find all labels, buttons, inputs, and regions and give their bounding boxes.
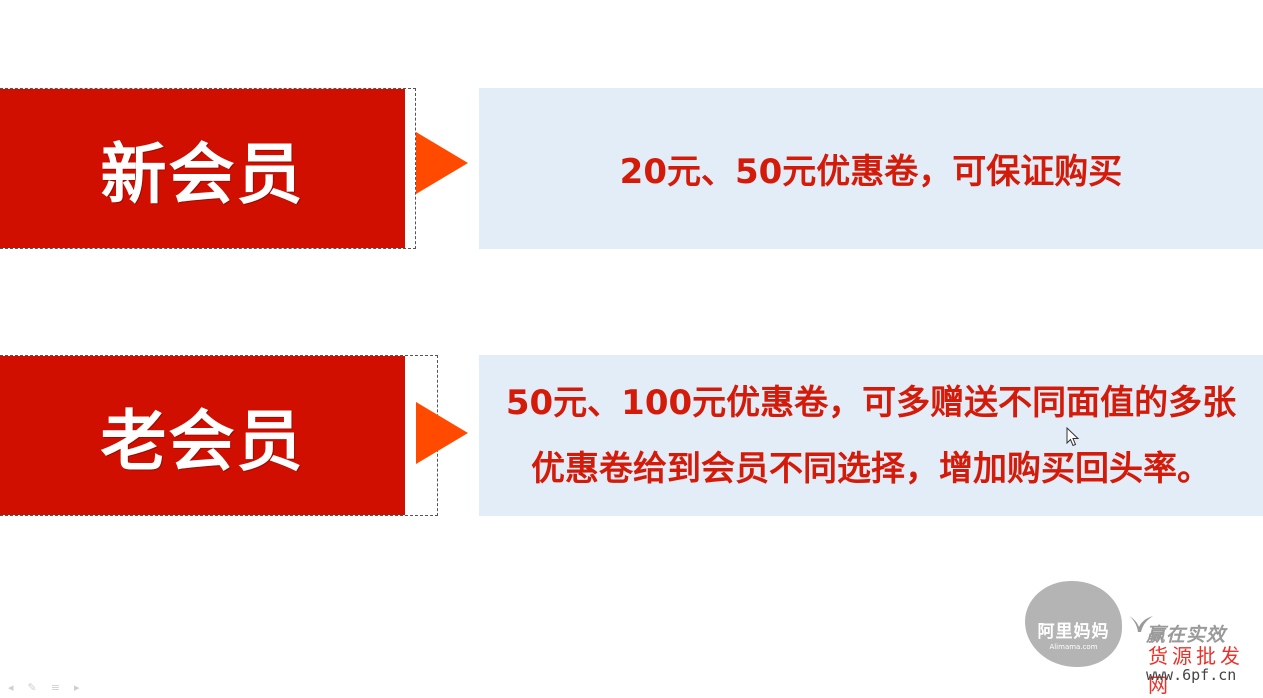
- old-member-description-line-2: 优惠卷给到会员不同选择，增加购买回头率。: [530, 448, 1211, 489]
- new-member-info-box: 20元、50元优惠卷，可保证购买: [479, 88, 1263, 249]
- slogan-text: 赢在实效: [1146, 624, 1227, 646]
- row-old-member: 老会员: [0, 355, 438, 516]
- old-member-info-box: 50元、100元优惠卷，可多赠送不同面值的多张 优惠卷给到会员不同选择，增加购买…: [479, 355, 1263, 516]
- old-member-label-box: 老会员: [0, 356, 405, 515]
- mouse-cursor-icon: [1066, 427, 1080, 447]
- next-icon[interactable]: ▸: [73, 681, 94, 694]
- new-member-description: 20元、50元优惠卷，可保证购买: [619, 152, 1123, 192]
- old-member-description: 50元、100元优惠卷，可多赠送不同面值的多张 优惠卷给到会员不同选择，增加购买…: [506, 370, 1236, 502]
- watermark-url: www.6pf.cn: [1146, 666, 1237, 684]
- row-new-member: 新会员: [0, 88, 416, 249]
- slideshow-toolbar[interactable]: ◂✎≡▸: [8, 681, 94, 694]
- bird-icon: [1129, 616, 1153, 632]
- old-member-description-line-1: 50元、100元优惠卷，可多赠送不同面值的多张: [505, 382, 1237, 423]
- alimama-logo-text: 阿里妈妈: [1037, 622, 1110, 642]
- alimama-logo-url: Alimama.com: [1049, 643, 1098, 651]
- menu-icon[interactable]: ≡: [50, 681, 74, 694]
- pen-icon[interactable]: ✎: [27, 681, 51, 694]
- new-member-label: 新会员: [100, 135, 305, 213]
- arrow-right-icon: [416, 402, 468, 464]
- new-member-label-box: 新会员: [0, 89, 405, 248]
- arrow-right-icon: [416, 132, 468, 194]
- old-member-label: 老会员: [100, 402, 305, 480]
- alimama-logo-icon: 阿里妈妈 Alimama.com: [1025, 581, 1122, 667]
- prev-icon[interactable]: ◂: [8, 681, 28, 694]
- watermark-site-name: 货源批发网: [1148, 644, 1244, 697]
